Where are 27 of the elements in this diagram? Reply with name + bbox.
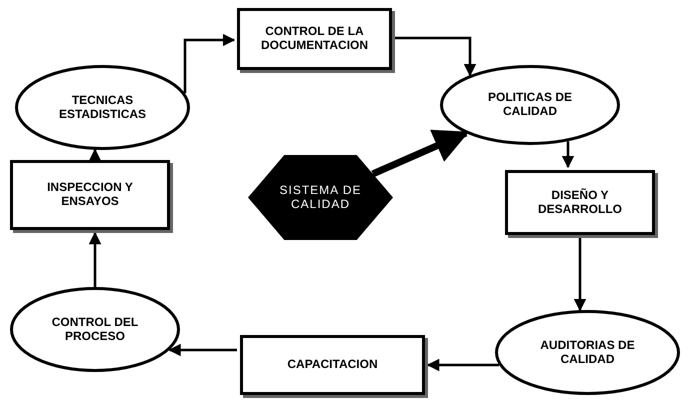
process-box (10, 160, 170, 230)
arrow (574, 238, 586, 312)
arrow (184, 34, 236, 94)
process-ellipse (495, 310, 680, 395)
arrow (88, 148, 102, 162)
node-label: DISEÑO Y DESARROLLO (537, 188, 623, 216)
system-hexagon (248, 155, 393, 240)
arrow (168, 344, 237, 356)
process-ellipse (440, 65, 620, 145)
node-label: AUDITORIAS DE CALIDAD (539, 338, 636, 366)
arrow (562, 141, 574, 168)
arrow (371, 130, 470, 178)
node-label: SISTEMA DE CALIDAD (278, 184, 363, 212)
arrow (395, 36, 476, 76)
node-label: POLITICAS DE CALIDAD (486, 91, 573, 119)
node-label: TECNICAS ESTADISTICAS (58, 94, 148, 122)
process-box (505, 170, 655, 235)
node-label: CAPACITACION (286, 358, 379, 372)
process-box (240, 335, 425, 395)
node-label: INSPECCION Y ENSAYOS (46, 181, 134, 209)
process-ellipse (15, 65, 190, 150)
node-label: CONTROL DE LA DOCUMENTACION (260, 25, 370, 53)
node-label: CONTROL DEL PROCESO (50, 316, 140, 344)
arrow (88, 232, 102, 287)
process-ellipse (10, 287, 180, 372)
arrow (426, 358, 500, 372)
process-box (237, 8, 392, 70)
